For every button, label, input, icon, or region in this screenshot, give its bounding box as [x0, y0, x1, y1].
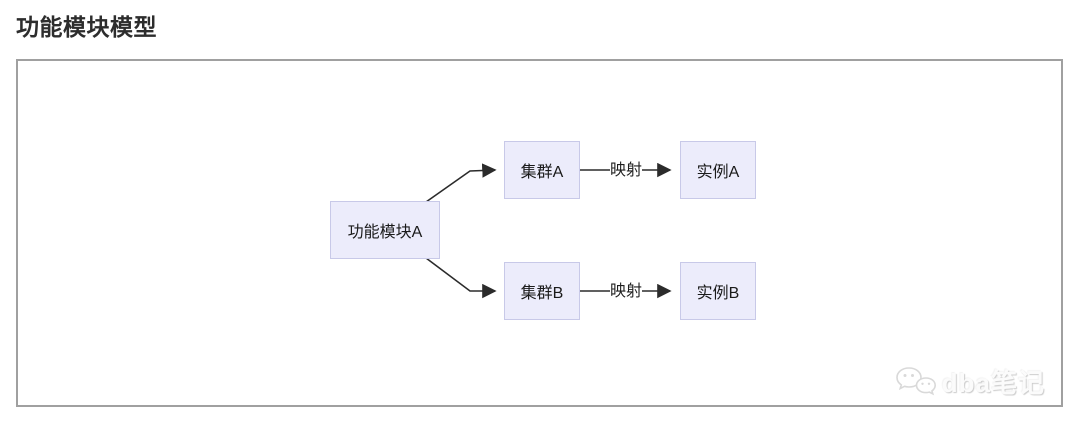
wechat-icon — [895, 366, 936, 395]
page-title: 功能模块模型 — [16, 14, 157, 40]
watermark-text: dba笔记 — [941, 368, 1045, 398]
edge-label-mapping-b: 映射 — [609, 283, 643, 301]
node-instance-b: 实例B — [680, 262, 756, 320]
edge-module-to-cluster-a — [425, 163, 497, 203]
node-cluster-a: 集群A — [504, 141, 580, 199]
node-cluster-b: 集群B — [504, 262, 580, 320]
edge-label-mapping-a: 映射 — [609, 162, 643, 180]
watermark: dba笔记 — [895, 363, 1045, 400]
node-instance-a: 实例A — [680, 141, 756, 199]
diagram-edges — [425, 162, 672, 299]
diagram-canvas: 功能模块A 集群A 实例A 集群B 实例B 映射 映射 dba笔记 — [16, 59, 1063, 407]
node-function-module-a: 功能模块A — [330, 201, 440, 259]
edge-module-to-cluster-b — [425, 257, 497, 299]
